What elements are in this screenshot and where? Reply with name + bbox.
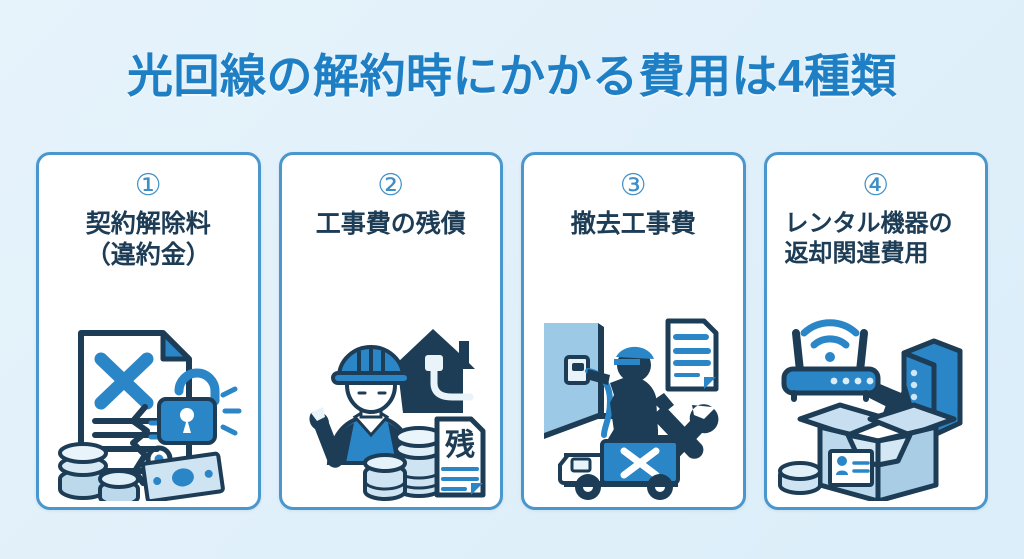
cost-card-2[interactable]: ② 工事費の残債 bbox=[278, 152, 503, 510]
card-1-number-badge: ① bbox=[134, 169, 162, 202]
card-3-title: 撤去工事費 bbox=[538, 209, 729, 240]
card-2-number-badge: ② bbox=[377, 169, 405, 202]
page-title: 光回線の解約時にかかる費用は4種類 bbox=[126, 50, 898, 102]
card-1-title-line-2: （違約金） bbox=[85, 241, 211, 269]
card-4-title-line-2: 返却関連費用 bbox=[784, 240, 929, 267]
card-1-illustration bbox=[39, 303, 258, 501]
cost-card-4[interactable]: ④ レンタル機器の 返却関連費用 bbox=[763, 152, 988, 510]
router-onu-return-box-icon bbox=[778, 319, 963, 501]
card-4-title-line-1: レンタル機器の bbox=[784, 210, 953, 237]
card-3-illustration bbox=[524, 303, 743, 501]
cost-card-1[interactable]: ① 契約解除料 （違約金） bbox=[36, 152, 261, 510]
card-4-title: レンタル機器の 返却関連費用 bbox=[785, 209, 972, 269]
torn-contract-padlock-money-icon bbox=[58, 330, 242, 501]
cost-type-card-row: ① 契約解除料 （違約金） bbox=[36, 152, 988, 510]
construction-worker-house-coins-icon: 残 bbox=[309, 329, 486, 501]
card-2-title: 工事費の残債 bbox=[296, 209, 487, 240]
card-4-illustration bbox=[767, 303, 986, 501]
shipping-label bbox=[828, 449, 875, 487]
removal-work-truck-tools-icon bbox=[543, 318, 719, 500]
card-2-illustration: 残 bbox=[282, 303, 501, 501]
cost-card-3[interactable]: ③ 撤去工事費 bbox=[521, 152, 746, 510]
card-3-number-badge: ③ bbox=[619, 169, 647, 202]
card-1-title: 契約解除料 （違約金） bbox=[53, 209, 244, 271]
card-3-title-line-1: 撤去工事費 bbox=[570, 210, 696, 238]
card-4-number-badge: ④ bbox=[862, 169, 890, 202]
card-1-title-line-1: 契約解除料 bbox=[85, 210, 211, 238]
card-2-title-line-1: 工事費の残債 bbox=[315, 210, 466, 238]
card-2-document-label: 残 bbox=[444, 428, 475, 463]
